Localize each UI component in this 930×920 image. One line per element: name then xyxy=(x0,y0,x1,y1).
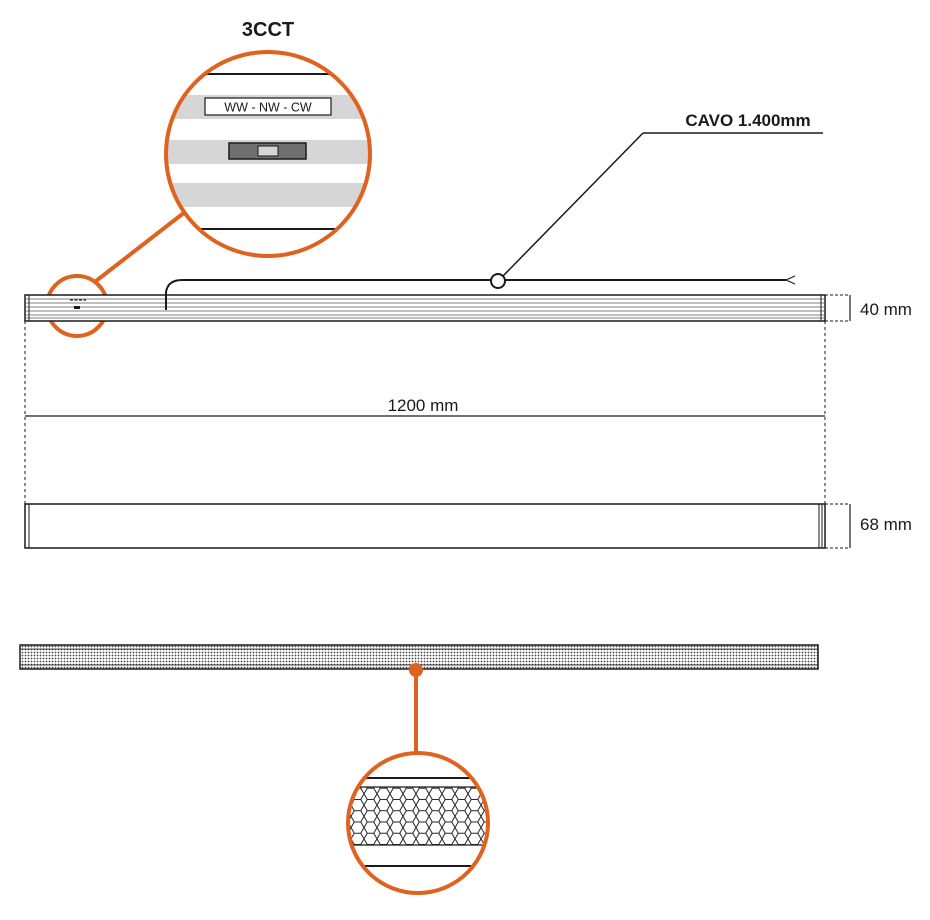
cable-marker xyxy=(490,273,506,289)
cct-leader-line xyxy=(94,210,187,283)
power-cable xyxy=(165,279,786,310)
fixture-side-view xyxy=(24,294,826,322)
cable-label: CAVO 1.400mm xyxy=(685,111,810,130)
length-dimension-label: 1200 mm xyxy=(388,396,459,415)
width-dimension-label: 68 mm xyxy=(860,515,912,534)
switch-label-text: WW - NW - CW xyxy=(224,101,312,115)
cable-leader-line xyxy=(502,132,644,277)
cct-callout-title: 3CCT xyxy=(242,19,294,41)
height-dimension-label: 40 mm xyxy=(860,300,912,319)
fixture-top-view xyxy=(24,503,826,549)
cable-end-icon xyxy=(785,275,796,285)
diffuser-magnifier-ring xyxy=(346,751,490,895)
diffuser-magnifier xyxy=(348,753,488,893)
cct-magnifier-ring xyxy=(164,50,372,258)
cct-magnifier xyxy=(166,52,370,256)
switch-label-box xyxy=(204,97,332,116)
